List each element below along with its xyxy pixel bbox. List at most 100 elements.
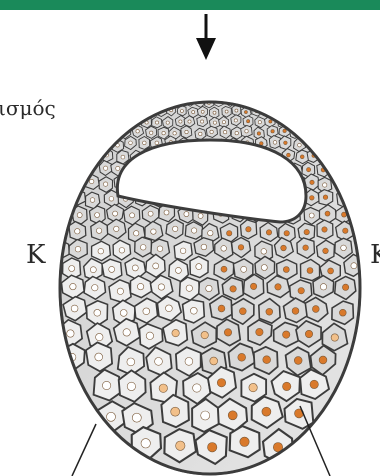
- cell-nucleus: [283, 267, 289, 273]
- cell-nucleus: [127, 358, 135, 366]
- cell-nucleus: [120, 310, 127, 317]
- cell-nucleus: [173, 132, 176, 135]
- cell-nucleus: [221, 246, 227, 252]
- cell-nucleus: [287, 153, 291, 157]
- cell-nucleus: [140, 245, 146, 251]
- cell-nucleus: [305, 330, 312, 337]
- cell-nucleus: [304, 229, 309, 234]
- cell-nucleus: [266, 308, 273, 315]
- cell-nucleus: [98, 248, 104, 254]
- cell-nucleus: [109, 197, 114, 202]
- cell-nucleus: [75, 229, 80, 234]
- cell-nucleus: [117, 288, 123, 294]
- cell-nucleus: [148, 211, 153, 216]
- cell-nucleus: [143, 308, 150, 315]
- cell-nucleus: [325, 211, 330, 216]
- cell-nucleus: [256, 328, 263, 335]
- cell-nucleus: [132, 413, 141, 422]
- cell-nucleus: [123, 329, 130, 336]
- cell-nucleus: [96, 333, 103, 340]
- cell-nucleus: [275, 284, 281, 290]
- cell-nucleus: [213, 111, 216, 114]
- cell-nucleus: [180, 110, 183, 113]
- cell-nucleus: [143, 141, 147, 145]
- cell-nucleus: [228, 411, 237, 420]
- cell-nucleus: [322, 227, 327, 232]
- pointer-line-left: [72, 424, 96, 476]
- label-left: Κ: [26, 240, 45, 270]
- cell-nucleus: [223, 130, 226, 133]
- cell-nucleus: [75, 246, 81, 252]
- cell-nucleus: [303, 245, 309, 251]
- cell-nucleus: [208, 443, 217, 452]
- cell-nucleus: [153, 263, 159, 269]
- cell-nucleus: [284, 231, 289, 236]
- cell-nucleus: [294, 357, 302, 365]
- cell-nucleus: [94, 309, 101, 316]
- cell-nucleus: [328, 268, 334, 274]
- cell-nucleus: [238, 245, 244, 251]
- cell-nucleus: [166, 121, 169, 124]
- cell-nucleus: [90, 179, 94, 183]
- cell-nucleus: [166, 305, 173, 312]
- cell-nucleus: [238, 353, 246, 361]
- cell-nucleus: [69, 266, 75, 272]
- cell-nucleus: [116, 166, 120, 170]
- cell-nucleus: [113, 211, 118, 216]
- cell-nucleus: [136, 130, 139, 133]
- cell-nucleus: [201, 244, 207, 250]
- cell-nucleus: [132, 265, 138, 271]
- cell-nucleus: [134, 231, 139, 236]
- cell-nucleus: [249, 383, 257, 391]
- cell-nucleus: [298, 288, 304, 294]
- cell-nucleus: [310, 380, 318, 388]
- cell-nucleus: [137, 283, 143, 289]
- cell-nucleus: [269, 120, 272, 123]
- cell-nucleus: [179, 101, 182, 104]
- cell-nucleus: [266, 230, 271, 235]
- cell-nucleus: [221, 266, 227, 272]
- cell-nucleus: [341, 245, 347, 251]
- cell-nucleus: [179, 120, 182, 123]
- cell-nucleus: [244, 111, 247, 114]
- cell-nucleus: [250, 283, 256, 289]
- cell-nucleus: [257, 132, 260, 135]
- cell-nucleus: [185, 130, 188, 133]
- cell-nucleus: [90, 198, 95, 203]
- cell-nucleus: [201, 120, 204, 123]
- cell-nucleus: [319, 356, 327, 364]
- cell-nucleus: [241, 266, 247, 272]
- cell-nucleus: [196, 264, 202, 270]
- cell-nucleus: [320, 284, 326, 290]
- cell-nucleus: [323, 195, 328, 200]
- cell-nucleus: [208, 230, 213, 235]
- cell-nucleus: [191, 228, 196, 233]
- cell-nucleus: [339, 309, 346, 316]
- cell-nucleus: [171, 407, 180, 416]
- cell-nucleus: [188, 120, 191, 123]
- cell-nucleus: [309, 213, 314, 218]
- cell-nucleus: [210, 130, 213, 133]
- cell-nucleus: [239, 308, 246, 315]
- cell-nucleus: [157, 246, 163, 252]
- cell-nucleus: [162, 131, 165, 134]
- cell-nucleus: [176, 441, 185, 450]
- cell-nucleus: [284, 141, 288, 145]
- cell-nucleus: [102, 381, 110, 389]
- cell-nucleus: [323, 248, 329, 254]
- cell-nucleus: [96, 228, 101, 233]
- cell-nucleus: [127, 382, 135, 390]
- cell-nucleus: [185, 358, 193, 366]
- cell-nucleus: [273, 141, 277, 145]
- cell-nucleus: [175, 267, 181, 273]
- cell-nucleus: [193, 384, 201, 392]
- cell-nucleus: [155, 358, 163, 366]
- cell-nucleus: [238, 100, 241, 103]
- cell-nucleus: [67, 330, 74, 337]
- cell-nucleus: [227, 231, 232, 236]
- cell-nucleus: [266, 111, 269, 114]
- cell-nucleus: [247, 120, 250, 123]
- cell-nucleus: [77, 213, 82, 218]
- cell-nucleus: [173, 226, 178, 231]
